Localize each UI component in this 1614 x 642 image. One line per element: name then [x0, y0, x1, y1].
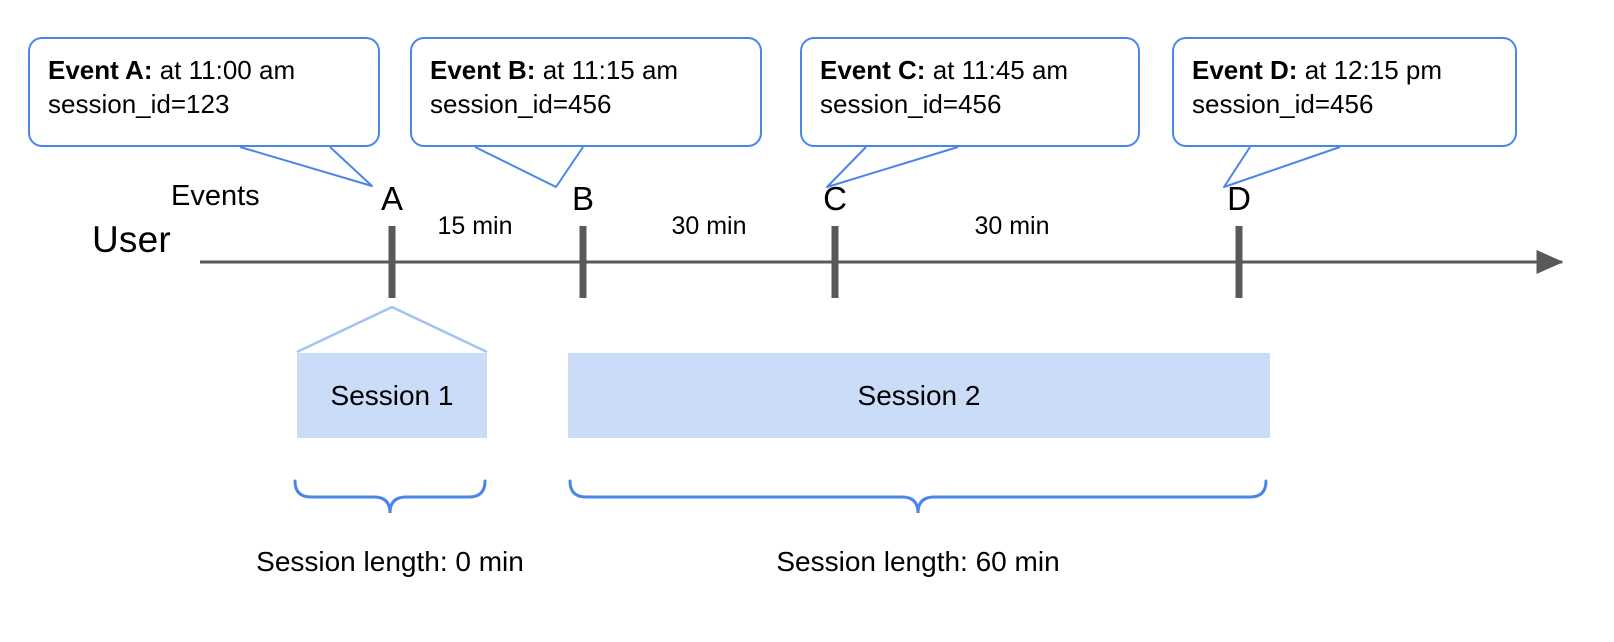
callout-a-tail: [239, 146, 373, 187]
events-row-label: Events: [171, 180, 260, 212]
callout-c-time: at 11:45 am: [925, 55, 1069, 85]
callout-d-lead: Event D:: [1192, 55, 1298, 85]
callout-b-time: at 11:15 am: [535, 55, 679, 85]
session-1-length-label: Session length: 0 min: [256, 546, 524, 577]
callout-d-session: session_id=456: [1192, 89, 1374, 120]
gap-label-cd: 30 min: [974, 212, 1050, 240]
gap-label-bc: 30 min: [671, 212, 747, 240]
callout-event-c: Event C: at 11:45 am session_id=456: [800, 37, 1140, 147]
callout-b-tail: [474, 146, 584, 188]
callout-d-time: at 12:15 pm: [1297, 55, 1443, 85]
event-letter-d: D: [1227, 180, 1251, 217]
session-bar-1: Session 1: [297, 353, 487, 438]
callout-c-lead: Event C:: [820, 55, 926, 85]
callout-a-session: session_id=123: [48, 89, 230, 120]
callout-c-session: session_id=456: [820, 89, 1002, 120]
session-bar-1-label: Session 1: [330, 379, 454, 411]
callout-b-lead: Event B:: [430, 55, 536, 85]
callout-b-session: session_id=456: [430, 89, 612, 120]
callout-a-time: at 11:00 am: [152, 55, 296, 85]
callout-event-d: Event D: at 12:15 pm session_id=456: [1172, 37, 1517, 147]
event-letter-b: B: [571, 180, 595, 217]
session-2-length-label: Session length: 60 min: [776, 546, 1060, 577]
user-row-label: User: [92, 219, 171, 260]
callout-a-lead: Event A:: [48, 55, 153, 85]
session-bar-2: Session 2: [568, 353, 1270, 438]
session2-brace: [568, 479, 1268, 514]
callout-c-tail: [826, 146, 959, 188]
callout-event-a: Event A: at 11:00 am session_id=123: [28, 37, 380, 147]
event-letter-a: A: [380, 180, 404, 217]
session1-brace: [293, 479, 487, 514]
callout-event-b: Event B: at 11:15 am session_id=456: [410, 37, 762, 147]
callout-d-tail: [1223, 146, 1341, 188]
session1-connector: [296, 305, 488, 354]
gap-label-ab: 15 min: [437, 212, 513, 240]
session-bar-2-label: Session 2: [857, 379, 981, 411]
event-letter-c: C: [823, 180, 847, 217]
